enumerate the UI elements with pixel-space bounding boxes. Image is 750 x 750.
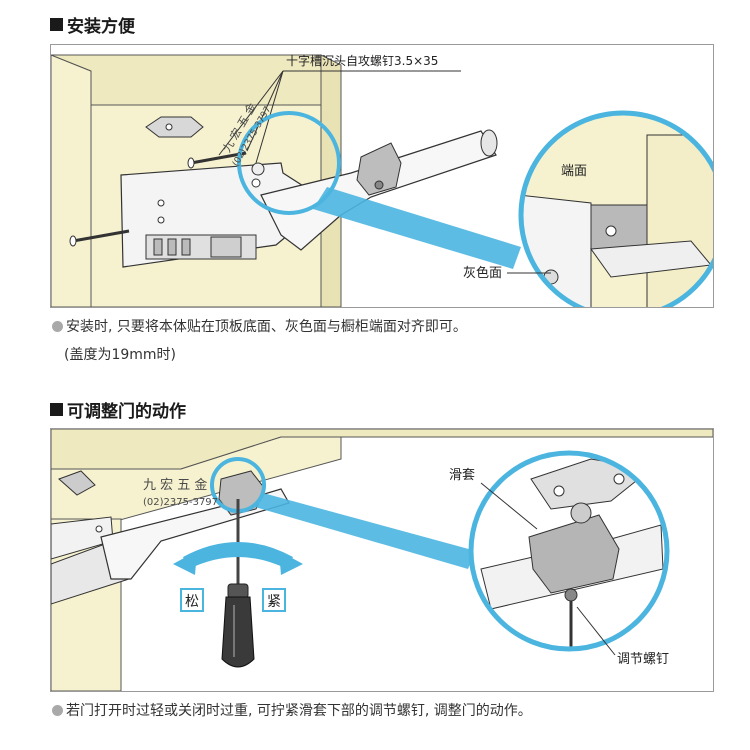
adjust-screw-label: 调节螺钉: [617, 652, 669, 667]
zoom-detail-end-face: [518, 110, 713, 307]
mechanism-slot: [153, 238, 163, 256]
zoom-sleeve: [528, 514, 620, 594]
section1-note: 安装时, 只要将本体贴在顶板底面、灰色面与橱柜端面对齐即可。: [52, 316, 467, 336]
screw-lower: [72, 229, 130, 243]
adjust-screw-leader: [576, 606, 616, 656]
loosen-box: [180, 588, 204, 612]
sleeve-screw-icon: [374, 180, 384, 190]
title-square-icon: [50, 403, 63, 416]
watermark-line2: (02)2375-3797: [143, 497, 218, 508]
section1-title: 安装方便: [50, 12, 135, 37]
cabinet-left-edge: [51, 54, 92, 307]
bullet-dot-icon: [52, 320, 63, 332]
adjustment-diagram-panel: 松 紧 滑套 调节螺钉 九 宏 五 金 (02)2: [50, 428, 714, 692]
body-hole-icon: [95, 525, 103, 533]
mechanism-block: [210, 236, 242, 258]
screw-head-icon: [251, 162, 265, 176]
cabinet-ceiling: [51, 436, 342, 540]
screwdriver-collar: [227, 583, 249, 599]
watermark: 九 宏 五 金 (02)2375-3797: [143, 477, 218, 508]
plate-hole-icon: [251, 178, 261, 188]
zoom-connector: [255, 493, 476, 569]
screw-callout-label: 十字槽沉头自攻螺钉3.5×35: [286, 53, 438, 68]
mechanism-slot: [181, 238, 191, 256]
adjustment-diagram: 松 紧 滑套 调节螺钉 九 宏 五 金 (02)2: [51, 429, 713, 691]
tighten-label: 紧: [267, 594, 281, 610]
screw-upper: [190, 151, 247, 165]
zoom-pivot-icon: [570, 502, 592, 524]
callout-leader: [218, 70, 284, 156]
installation-diagram-panel: 十字槽沉头自攻螺钉3.5×35 端面 灰色面 九 宏 五 金: [50, 44, 714, 308]
screwdriver-handle: [221, 596, 255, 668]
watermark-line1: 九 宏 五 金: [143, 477, 207, 493]
gray-face: [590, 204, 648, 250]
section1-note-text: 安装时, 只要将本体贴在顶板底面、灰色面与橱柜端面对齐即可。: [66, 319, 467, 335]
section1-sub-note: (盖度为19mm时): [64, 347, 177, 363]
bullet-dot-icon: [52, 704, 63, 716]
zoom-ring: [468, 450, 670, 652]
loosen-label: 松: [185, 594, 199, 610]
screw-head-icon: [69, 235, 77, 247]
plate-hole-icon: [157, 216, 165, 224]
adjust-screw-icon: [564, 588, 578, 602]
callout-leader: [246, 70, 284, 152]
sleeve-label: 滑套: [449, 467, 475, 483]
bracket-hole-icon: [165, 123, 173, 131]
zoom-hole-icon: [605, 225, 617, 237]
section2-note: 若门打开时过轻或关闭时过重, 可拧紧滑套下部的调节螺钉, 调整门的动作。: [52, 700, 532, 720]
zoom-ring: [518, 110, 713, 307]
tighten-box: [262, 588, 286, 612]
section2-title: 可调整门的动作: [50, 397, 186, 422]
arrow-head-left-icon: [173, 551, 197, 575]
zoom-hole-icon: [613, 473, 625, 485]
section1-title-text: 安装方便: [67, 17, 135, 37]
gray-face-label: 灰色面: [463, 265, 502, 281]
installation-diagram: 十字槽沉头自攻螺钉3.5×35 端面 灰色面 九 宏 五 金: [51, 53, 713, 307]
end-face-label: 端面: [561, 164, 587, 179]
zoom-detail-sleeve: [468, 450, 670, 652]
zoom-hole-icon: [553, 485, 565, 497]
slider-sleeve: [356, 142, 402, 196]
sleeve-leader: [480, 482, 538, 530]
top-bracket: [58, 470, 96, 496]
arrow-head-right-icon: [279, 551, 303, 575]
plate-hole-icon: [157, 199, 165, 207]
zoom-mount-plate: [530, 458, 653, 510]
zoom-connector: [313, 187, 521, 269]
top-bracket: [145, 116, 204, 138]
section2-note-text: 若门打开时过轻或关闭时过重, 可拧紧滑套下部的调节螺钉, 调整门的动作。: [66, 703, 532, 719]
rotation-arrow: [183, 542, 293, 569]
title-square-icon: [50, 18, 63, 31]
section2-title-text: 可调整门的动作: [67, 402, 186, 422]
screw-head-icon: [187, 157, 195, 169]
arm-end-cap: [480, 129, 498, 157]
mechanism-slot: [167, 238, 177, 256]
highlight-circle-small: [237, 111, 341, 215]
